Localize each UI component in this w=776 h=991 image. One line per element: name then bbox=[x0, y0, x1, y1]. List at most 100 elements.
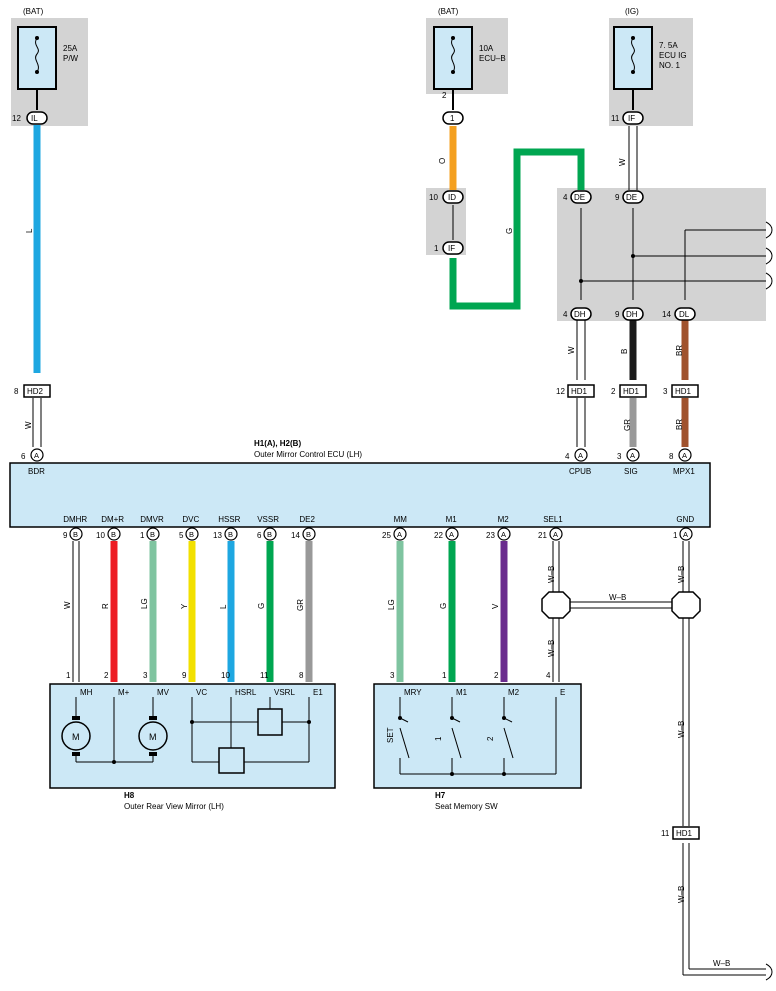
ecu-bottom-pin-connector bbox=[224, 527, 238, 541]
ecu-bottom-pin-connector bbox=[549, 527, 563, 541]
ecu-bottom-pin-label: DVC bbox=[182, 515, 199, 524]
wire-label-w2: W bbox=[63, 601, 72, 609]
conn-bat2-top: 2 1 bbox=[442, 91, 464, 125]
wire-label-w-dh: W bbox=[567, 346, 576, 354]
ecu-bottom-pin-label: VSSR bbox=[257, 515, 279, 524]
ecu-bottom-pin-number: 13 bbox=[213, 531, 222, 540]
ecu-top-pin-connector bbox=[626, 448, 640, 462]
seat-code: H7 bbox=[435, 791, 446, 800]
ecu-bottom-pin-number: 22 bbox=[434, 531, 443, 540]
conn-hd1-2: 2 HD1 bbox=[611, 384, 647, 398]
ecu-bottom-pin-number: 1 bbox=[673, 531, 678, 540]
bat1-source: (BAT) bbox=[23, 7, 44, 16]
svg-text:14: 14 bbox=[662, 310, 671, 319]
conn-junction1-if: 1 IF bbox=[434, 241, 464, 255]
wire-label-g2: G bbox=[257, 603, 266, 609]
ig-name1: ECU IG bbox=[659, 51, 687, 60]
mirror-pin-label: MH bbox=[80, 688, 93, 697]
ecu-bottom-pin-connector bbox=[393, 527, 407, 541]
ecu-bottom-pin-label: GND bbox=[676, 515, 694, 524]
seat-name: Seat Memory SW bbox=[435, 802, 498, 811]
bat2-name: ECU–B bbox=[479, 54, 506, 63]
ecu-bottom-pin-label: M2 bbox=[498, 515, 510, 524]
ecu-top-pin-connector bbox=[574, 448, 588, 462]
mirror-pin-number: 11 bbox=[260, 671, 269, 680]
svg-text:12: 12 bbox=[12, 114, 21, 123]
mirror-pin-label: VC bbox=[196, 688, 207, 697]
conn-hd1-3: 3 HD1 bbox=[663, 384, 699, 398]
conn-hd1-12: 12 HD1 bbox=[556, 384, 595, 398]
wire-label-wb4: W–B bbox=[677, 566, 686, 583]
wire-label-l: L bbox=[25, 228, 34, 233]
ecu-top-pin-label: MPX1 bbox=[673, 467, 695, 476]
motor-mv-icon: M bbox=[138, 716, 168, 756]
ecu-bottom-pin-connector bbox=[263, 527, 277, 541]
wire-label-wb5: W–B bbox=[677, 721, 686, 738]
ecu-bottom-pin-conn: B bbox=[306, 530, 311, 539]
junction2-internal bbox=[579, 208, 773, 300]
svg-text:DE: DE bbox=[626, 193, 637, 202]
ecu-bottom-pin-number: 5 bbox=[179, 531, 184, 540]
ecu-bottom-pin-connector bbox=[185, 527, 199, 541]
ecu-bottom-pin-number: 21 bbox=[538, 531, 547, 540]
seat-pin-number: 4 bbox=[546, 671, 551, 680]
fuse-7-5a-ecuig bbox=[613, 26, 653, 90]
wire-label-wb3: W–B bbox=[547, 640, 556, 657]
ecu-bottom-pin-connector bbox=[445, 527, 459, 541]
ecu-bottom-pin-number: 10 bbox=[96, 531, 105, 540]
bat1-amp: 25A bbox=[63, 44, 78, 53]
conn-junction2-de9: 9 DE bbox=[615, 190, 644, 204]
conn-ig-if: 11 IF bbox=[611, 111, 644, 125]
conn-junction2-dh4: 4 DH bbox=[563, 307, 592, 321]
ecu-bottom-pin-connector bbox=[679, 527, 693, 541]
svg-text:9: 9 bbox=[615, 193, 620, 202]
wire-label-o: O bbox=[438, 158, 447, 164]
svg-text:2: 2 bbox=[442, 91, 447, 100]
motor-mh-icon: M bbox=[61, 716, 91, 756]
ecu-bottom-pin-number: 25 bbox=[382, 531, 391, 540]
mirror-pin-number: 9 bbox=[182, 671, 187, 680]
ecu-bottom-pin-conn: B bbox=[189, 530, 194, 539]
ecu-top-pin-conn: A bbox=[578, 451, 583, 460]
svg-text:DH: DH bbox=[626, 310, 638, 319]
ecu-code: H1(A), H2(B) bbox=[254, 439, 301, 448]
svg-text:1: 1 bbox=[450, 114, 455, 123]
switch-2-label: 2 bbox=[486, 736, 495, 741]
svg-text:DE: DE bbox=[574, 193, 585, 202]
mirror-name: Outer Rear View Mirror (LH) bbox=[124, 802, 224, 811]
ecu-bottom-pin-conn: A bbox=[683, 530, 688, 539]
wire-label-wb1: W–B bbox=[547, 566, 556, 583]
ecu-bottom-pin-label: DM+R bbox=[101, 515, 124, 524]
wire-label-y: Y bbox=[180, 603, 189, 609]
ecu-bottom-pin-label: MM bbox=[394, 515, 408, 524]
fuse-25a-pw bbox=[17, 26, 57, 90]
svg-text:DH: DH bbox=[574, 310, 586, 319]
ecu-box bbox=[9, 462, 711, 528]
conn-junction2-de4: 4 DE bbox=[563, 190, 592, 204]
conn-hd2: 8 HD2 bbox=[14, 384, 51, 398]
ecu-bottom-pin-conn: B bbox=[228, 530, 233, 539]
svg-text:ID: ID bbox=[448, 193, 456, 202]
svg-text:8: 8 bbox=[14, 387, 19, 396]
ecu-top-pin-number: 8 bbox=[669, 452, 674, 461]
svg-text:10: 10 bbox=[429, 193, 438, 202]
mirror-code: H8 bbox=[124, 791, 135, 800]
mirror-pin-number: 1 bbox=[66, 671, 71, 680]
svg-text:1: 1 bbox=[434, 244, 439, 253]
wire-label-wb6: W–B bbox=[677, 886, 686, 903]
mirror-pin-number: 3 bbox=[143, 671, 148, 680]
svg-text:3: 3 bbox=[663, 387, 668, 396]
bat2-amp: 10A bbox=[479, 44, 494, 53]
ig-source: (IG) bbox=[625, 7, 639, 16]
conn-junction2-dh9: 9 DH bbox=[615, 307, 644, 321]
ecu-bottom-pin-label: HSSR bbox=[218, 515, 240, 524]
ecu-bottom-pin-conn: B bbox=[150, 530, 155, 539]
wire-label-wb2: W–B bbox=[609, 593, 626, 602]
svg-text:DL: DL bbox=[679, 310, 690, 319]
mirror-pin-label: HSRL bbox=[235, 688, 257, 697]
ecu-bottom-pin-conn: B bbox=[267, 530, 272, 539]
ig-amp: 7. 5A bbox=[659, 41, 678, 50]
